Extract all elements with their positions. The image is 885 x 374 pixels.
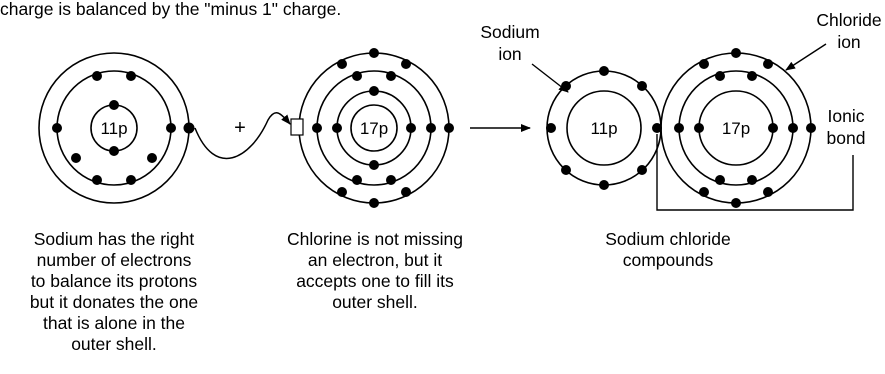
compound-chloride-ion: 17p — [660, 48, 816, 208]
electron — [763, 59, 773, 69]
chloride-ion-label-line2: ion — [837, 32, 860, 52]
electron — [92, 71, 102, 81]
caption-line: Sodium has the right — [33, 229, 195, 249]
plus-sign: + — [234, 117, 246, 139]
electron — [369, 198, 379, 208]
electron — [715, 175, 725, 185]
caption-line: outer shell. — [332, 292, 418, 312]
electron — [731, 198, 741, 208]
compound-sodium-nucleus-label: 11p — [590, 119, 617, 138]
electron — [369, 160, 379, 170]
caption-line: to balance its protons — [30, 271, 198, 291]
compound-chloride-nucleus-label: 17p — [722, 119, 750, 138]
electron — [674, 123, 684, 133]
chloride-ion-label-line1: Chloride — [816, 10, 881, 30]
caption-line: that is alone in the — [42, 313, 186, 333]
sodium-caption: Sodium has the right number of electrons… — [0, 229, 228, 355]
caption-line: accepts one to fill its — [296, 271, 454, 291]
electron — [386, 71, 396, 81]
sodium-ion-label-line2: ion — [498, 44, 521, 64]
chlorine-electrons — [312, 48, 454, 208]
electron — [788, 123, 798, 133]
electron — [312, 123, 322, 133]
electron — [71, 153, 81, 163]
electron — [561, 81, 571, 91]
chlorine-nucleus-label: 17p — [360, 119, 388, 138]
ionic-bond-label-line2: bond — [827, 128, 866, 148]
electron — [747, 175, 757, 185]
electron — [652, 123, 662, 133]
electron — [401, 187, 411, 197]
electron — [731, 48, 741, 58]
electron — [401, 59, 411, 69]
electron — [352, 71, 362, 81]
electron — [332, 123, 342, 133]
empty-electron-slot — [290, 118, 304, 136]
electron — [599, 66, 609, 76]
electron — [166, 123, 176, 133]
caption-line: number of electrons — [36, 250, 192, 270]
sodium-nucleus-label: 11p — [100, 119, 127, 138]
electron — [386, 175, 396, 185]
electron — [599, 180, 609, 190]
ionic-bond-bracket — [656, 134, 854, 211]
header-line: charge is balanced by the "minus 1" char… — [0, 0, 341, 19]
caption-line: an electron, but it — [307, 250, 443, 270]
ionic-bond-label-line1: Ionic — [828, 106, 865, 126]
caption-line: compounds — [622, 250, 714, 270]
caption-line: Sodium chloride — [605, 229, 731, 249]
chlorine-caption: Chlorine is not missing an electron, but… — [262, 229, 488, 313]
sodium-ion-pointer — [531, 63, 569, 93]
electron — [337, 187, 347, 197]
electron — [768, 123, 778, 133]
electron — [637, 81, 647, 91]
electron — [352, 175, 362, 185]
compound-chloride-electrons — [674, 48, 816, 208]
electron — [699, 187, 709, 197]
electron — [52, 123, 62, 133]
electron — [337, 59, 347, 69]
electron — [109, 100, 119, 110]
electron — [147, 153, 157, 163]
electron — [694, 123, 704, 133]
electron — [561, 165, 571, 175]
electron — [444, 123, 454, 133]
valence-electron — [183, 122, 195, 134]
electron — [406, 123, 416, 133]
electron — [637, 165, 647, 175]
electron — [109, 146, 119, 156]
electron — [126, 175, 136, 185]
sodium-electrons — [52, 71, 195, 185]
caption-line: outer shell. — [71, 334, 157, 354]
electron — [126, 71, 136, 81]
electron — [747, 71, 757, 81]
sodium-ion-label-line1: Sodium — [480, 22, 539, 42]
caption-line: but it donates the one — [29, 292, 199, 312]
caption-line: Chlorine is not missing — [286, 229, 464, 249]
chlorine-atom: 17p — [290, 48, 454, 208]
electron — [806, 123, 816, 133]
electron — [699, 59, 709, 69]
chloride-ion-pointer — [785, 43, 827, 71]
electron — [369, 86, 379, 96]
electron — [92, 175, 102, 185]
transfer-arrow — [194, 112, 291, 160]
compound-caption: Sodium chloride compounds — [578, 229, 758, 271]
electron — [763, 187, 773, 197]
electron — [369, 48, 379, 58]
electron — [426, 123, 436, 133]
sodium-atom: 11p — [38, 52, 195, 204]
compound-sodium-ion: 11p — [546, 66, 662, 190]
electron — [715, 71, 725, 81]
electron — [546, 123, 556, 133]
